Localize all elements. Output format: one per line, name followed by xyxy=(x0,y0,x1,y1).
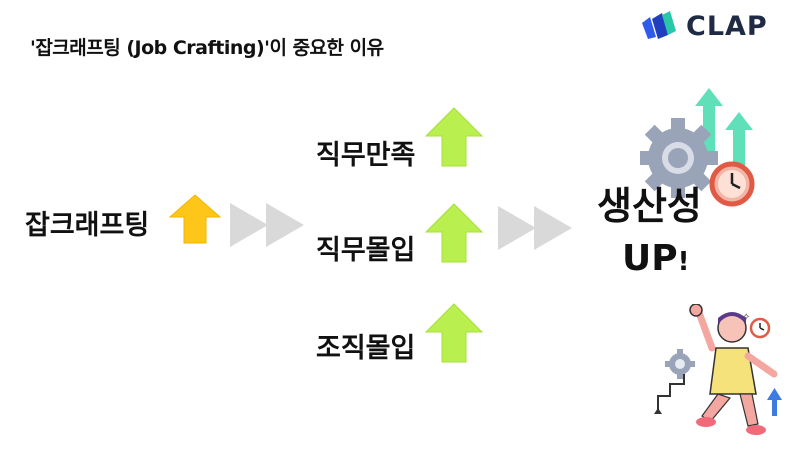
brand-name: CLAP xyxy=(686,10,768,42)
up-arrow-green-icon xyxy=(424,303,484,363)
page-title: '잡크래프팅 (Job Crafting)'이 중요한 이유 xyxy=(30,37,384,59)
outcome-label-job-satisfaction: 직무만족 xyxy=(316,140,416,171)
brand-logo: CLAP xyxy=(640,8,790,44)
outcome-label-org-commitment: 조직몰입 xyxy=(316,333,416,364)
up-arrow-green-icon xyxy=(424,107,484,167)
celebrating-person-illustration: ✧ xyxy=(654,304,782,435)
result-productivity: 생산성 xyxy=(597,184,702,228)
source-label: 잡크래프팅 xyxy=(25,210,150,241)
result-up: UP! xyxy=(622,238,689,279)
outcome-label-job-engagement: 직무몰입 xyxy=(316,235,416,266)
result-up-suffix: ! xyxy=(677,247,690,277)
double-chevron-icon-1 xyxy=(230,203,304,247)
up-arrow-yellow-icon xyxy=(168,194,222,244)
clap-logo-icon xyxy=(642,11,676,39)
svg-text:✧: ✧ xyxy=(742,312,750,323)
up-arrow-green-icon xyxy=(424,203,484,263)
productivity-gear-clock-icon xyxy=(640,88,755,207)
double-chevron-icon-2 xyxy=(498,206,572,250)
result-up-text: UP xyxy=(622,238,678,279)
